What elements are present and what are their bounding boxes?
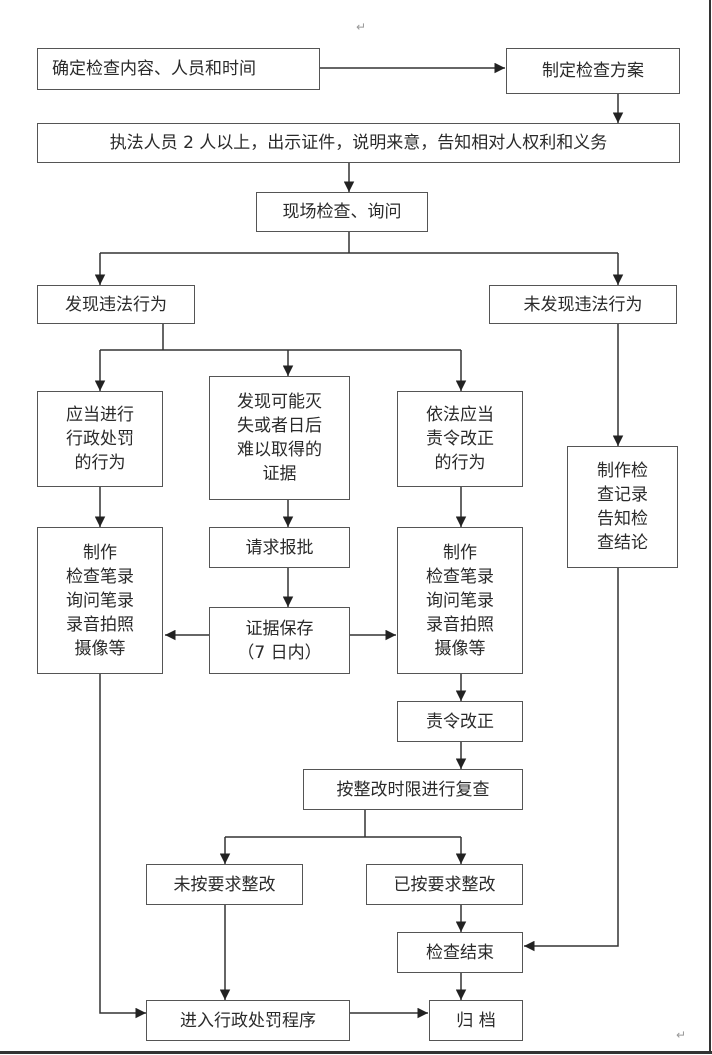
page-right-border xyxy=(709,0,711,1052)
node-plan: 制定检查方案 xyxy=(506,48,680,94)
page-bottom-border xyxy=(0,1051,712,1054)
arrow-notes-left-to-penalty xyxy=(99,674,146,1019)
node-penalty-behavior: 应当进行 行政处罚 的行为 xyxy=(37,391,163,487)
node-corrected: 已按要求整改 xyxy=(366,864,523,905)
node-not-corrected: 未按要求整改 xyxy=(146,864,303,905)
node-evidence-risk: 发现可能灭 失或者日后 难以取得的 证据 xyxy=(209,376,350,500)
paragraph-mark-top: ↵ xyxy=(356,20,367,34)
node-order-correct: 责令改正 xyxy=(397,701,523,742)
arrow-record-to-end xyxy=(524,568,619,952)
node-onsite: 现场检查、询问 xyxy=(256,192,428,232)
node-notes-mid: 制作 检查笔录 询问笔录 录音拍照 摄像等 xyxy=(397,527,523,674)
node-make-record: 制作检 查记录 告知检 查结论 xyxy=(567,446,678,568)
node-archive: 归 档 xyxy=(429,1000,523,1041)
node-correct-behavior: 依法应当 责令改正 的行为 xyxy=(397,391,523,487)
paragraph-mark-bottom: ↵ xyxy=(676,1028,687,1042)
node-not-found: 未发现违法行为 xyxy=(489,285,677,324)
node-officers: 执法人员 2 人以上，出示证件，说明来意，告知相对人权利和义务 xyxy=(37,123,680,163)
node-inspection-end: 检查结束 xyxy=(397,932,523,973)
node-penalty-procedure: 进入行政处罚程序 xyxy=(146,1000,350,1041)
node-recheck: 按整改时限进行复查 xyxy=(303,769,523,810)
node-request-approval: 请求报批 xyxy=(209,527,350,568)
node-found: 发现违法行为 xyxy=(37,285,195,324)
node-notes-left: 制作 检查笔录 询问笔录 录音拍照 摄像等 xyxy=(37,527,163,674)
node-evidence-keep: 证据保存 （7 日内） xyxy=(209,607,350,674)
node-determine: 确定检查内容、人员和时间 xyxy=(37,48,320,90)
